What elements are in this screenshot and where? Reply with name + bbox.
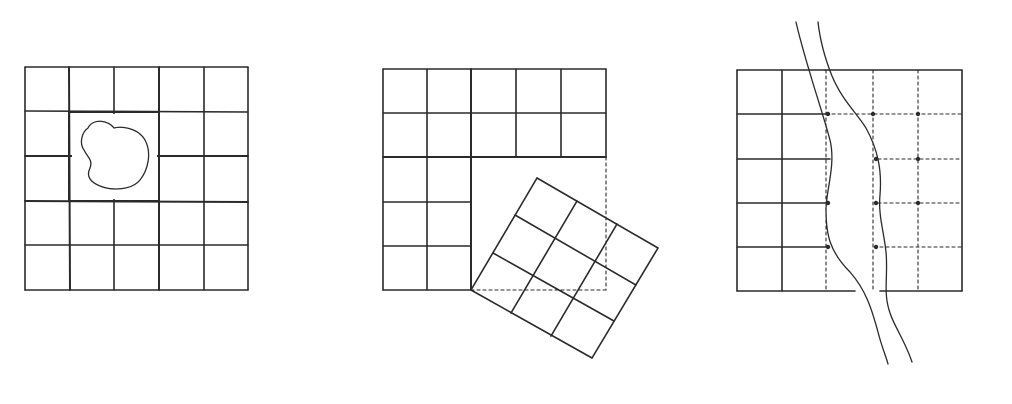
ghost-grid-lines <box>470 156 607 291</box>
dot-1 <box>825 111 831 117</box>
dot-2 <box>870 111 876 117</box>
rot-edge-b1 <box>492 252 615 322</box>
dot-9 <box>825 244 831 250</box>
organic-blob <box>80 120 150 190</box>
dot-10 <box>873 244 879 250</box>
rot-edge-a2 <box>550 223 618 337</box>
grid-intersection-dots <box>825 111 921 250</box>
rot-edge-a0 <box>470 177 538 291</box>
dashed-grid-lines <box>825 69 963 292</box>
rot-edge-b3 <box>536 177 659 249</box>
dot-7 <box>873 200 879 206</box>
dot-5 <box>915 156 921 162</box>
dot-3 <box>915 111 921 117</box>
figure-grid-with-rotated-grid <box>382 68 659 359</box>
river <box>795 21 913 365</box>
rot-edge-a3 <box>591 247 659 359</box>
rotated-subgrid <box>470 177 659 359</box>
dot-4 <box>873 156 879 162</box>
figure-grid-with-blob <box>24 66 249 291</box>
outer-grid-3 <box>736 69 963 292</box>
rot-edge-b2 <box>514 214 637 286</box>
cleared-region-border <box>68 111 160 202</box>
rot-edge-a1 <box>510 200 578 314</box>
outer-grid-2 <box>382 68 607 291</box>
cleared-cell-region <box>72 114 157 199</box>
rot-edge-b0 <box>470 289 593 359</box>
dot-8 <box>915 200 921 206</box>
figure-grid-with-river <box>736 21 963 365</box>
river-right-bank <box>817 21 913 363</box>
dot-6 <box>825 200 831 206</box>
river-left-bank <box>795 21 889 365</box>
